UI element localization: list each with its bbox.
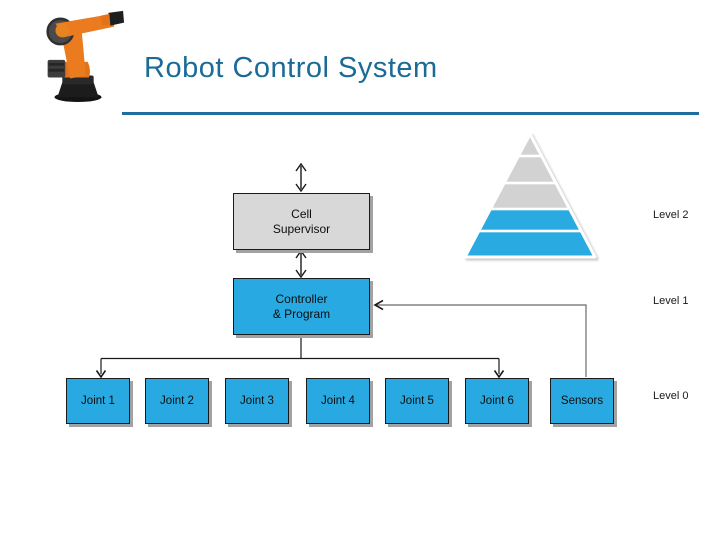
level-0-label: Level 0: [653, 390, 689, 402]
industrial-robot-arm-icon: [46, 10, 125, 102]
cell-supervisor-label-line1: Cell: [291, 206, 312, 221]
cell-supervisor-label-line2: Supervisor: [272, 221, 331, 236]
sensors-box: Sensors: [550, 378, 614, 424]
joint-1-box: Joint 1: [66, 378, 130, 424]
joint-6-box: Joint 6: [465, 378, 529, 424]
joint-4-label: Joint 4: [321, 394, 355, 407]
hierarchy-pyramid: [463, 132, 597, 259]
cell-supervisor-box: Cell Supervisor: [233, 193, 370, 250]
level-2-label: Level 2: [653, 209, 689, 221]
controller-to-joints-connector: [95, 335, 505, 379]
joint-5-label: Joint 5: [400, 394, 434, 407]
page-title: Robot Control System: [144, 52, 438, 84]
joint-6-label: Joint 6: [480, 394, 514, 407]
joint-1-label: Joint 1: [81, 394, 115, 407]
controller-label-line2: & Program: [272, 306, 331, 321]
sensors-feedback-connector: [373, 299, 587, 377]
joint-2-label: Joint 2: [160, 394, 194, 407]
level-1-label: Level 1: [653, 295, 689, 307]
title-underline-rule: [122, 112, 699, 115]
controller-program-box: Controller & Program: [233, 278, 370, 335]
double-arrow-top: [295, 162, 307, 193]
sensors-label: Sensors: [560, 394, 604, 407]
joint-3-box: Joint 3: [225, 378, 289, 424]
joint-5-box: Joint 5: [385, 378, 449, 424]
pyramid-gray-band: [465, 134, 595, 210]
joint-4-box: Joint 4: [306, 378, 370, 424]
double-arrow-middle: [295, 249, 307, 279]
controller-label-line1: Controller: [275, 291, 328, 306]
joint-2-box: Joint 2: [145, 378, 209, 424]
joint-3-label: Joint 3: [240, 394, 274, 407]
